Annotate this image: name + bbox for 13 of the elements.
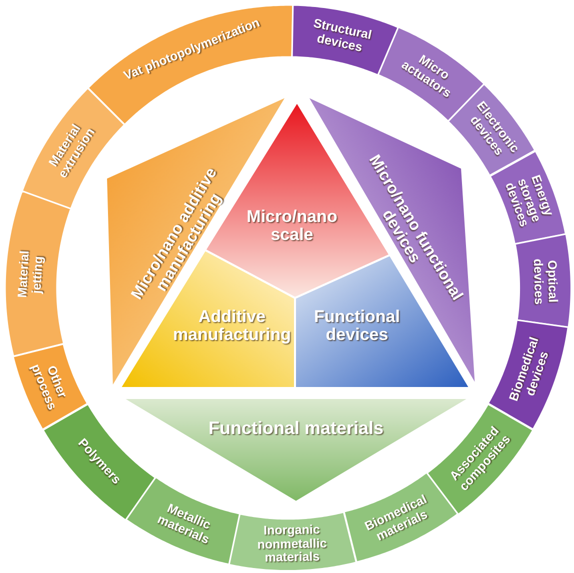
segment-label: Structural devices: [312, 15, 374, 56]
ring-segment: [427, 404, 534, 514]
section-label: Micro/nano scale: [246, 208, 338, 244]
ring-segment: [514, 234, 571, 328]
ring-segment: [229, 512, 356, 571]
segment-label: Optical devices: [530, 257, 560, 307]
segment-label: Material jetting: [16, 249, 46, 300]
ring-segment: [5, 191, 71, 356]
section-label: Functional devices: [313, 308, 401, 344]
section-label: Additive manufacturing: [172, 308, 292, 344]
segment-label: Inorganic nonmetallic materials: [256, 524, 328, 566]
ring-segment: [126, 477, 240, 565]
section-label: Functional materials: [207, 418, 385, 438]
